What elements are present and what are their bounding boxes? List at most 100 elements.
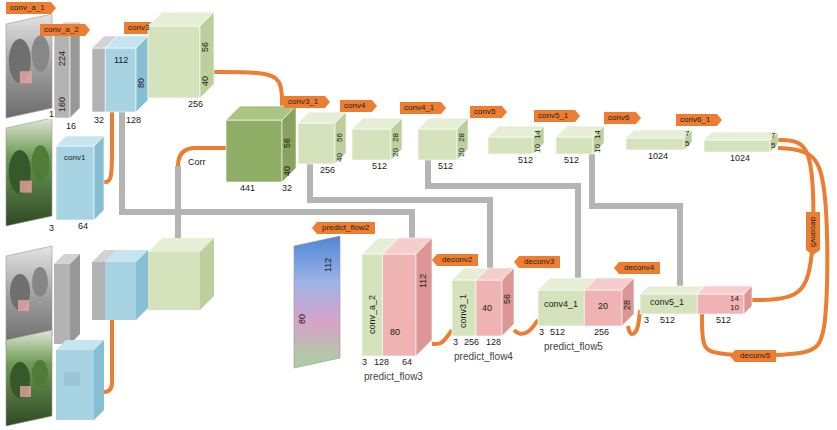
block-side bbox=[416, 238, 432, 356]
layer-tag: conv3_1 bbox=[284, 96, 330, 108]
layer-tag: conv_a_1 bbox=[6, 2, 56, 14]
tag-arrow bbox=[284, 96, 330, 108]
dimension-label: 256 bbox=[188, 100, 203, 109]
layer-name: conv6_1 bbox=[680, 116, 710, 124]
block-side bbox=[335, 112, 346, 164]
tag-arrow bbox=[400, 102, 446, 114]
block-side bbox=[200, 12, 214, 98]
layer-tag: deconv3 bbox=[514, 256, 560, 268]
feature-block: 751024 bbox=[704, 132, 778, 152]
dimension-label: 32 bbox=[94, 116, 104, 125]
layer-tag: deconv4 bbox=[614, 262, 660, 274]
dimension-label: 1 bbox=[48, 110, 55, 119]
receptive-field bbox=[20, 71, 32, 83]
layer-name: conv1 bbox=[64, 154, 85, 162]
tag-arrow bbox=[470, 106, 507, 118]
dimension-label: 10 bbox=[594, 144, 602, 153]
layer-name: conv5 bbox=[474, 108, 495, 116]
dimension-label: 512 bbox=[438, 162, 453, 171]
block-front bbox=[105, 48, 136, 112]
tree-shape bbox=[32, 36, 50, 72]
block-front bbox=[584, 290, 622, 326]
feature-block: 1128032128 bbox=[92, 36, 148, 112]
dimension-label: 40 bbox=[482, 304, 492, 313]
block-side bbox=[136, 36, 148, 112]
feature-block: conv4_128203512256predict_flow5 bbox=[538, 278, 634, 326]
layer-tag: deconv2 bbox=[432, 254, 478, 266]
dimension-label: 3 bbox=[539, 328, 544, 337]
block-front bbox=[148, 26, 200, 98]
feature-block: 564044132 bbox=[226, 106, 296, 182]
block-side bbox=[457, 118, 468, 160]
layer-tag: conv5 bbox=[470, 106, 507, 118]
connector bbox=[104, 112, 112, 182]
tag-arrow bbox=[312, 222, 375, 234]
block-front bbox=[488, 137, 533, 154]
image-content bbox=[6, 118, 52, 226]
block-front bbox=[298, 123, 335, 164]
block-front bbox=[418, 129, 457, 160]
block-side bbox=[94, 136, 104, 220]
dimension-label: 14 bbox=[730, 295, 739, 303]
block-side bbox=[391, 118, 402, 160]
connector bbox=[432, 330, 452, 344]
output-label: predict_flow3 bbox=[364, 372, 423, 382]
layer-name: conv5_1 bbox=[538, 112, 568, 120]
dimension-label: 80 bbox=[137, 78, 146, 88]
layer-tag: deconv5 bbox=[806, 212, 820, 255]
dimension-label: 256 bbox=[464, 338, 479, 347]
tree-shape bbox=[32, 145, 50, 181]
output-label: predict_flow5 bbox=[544, 342, 603, 352]
block-front bbox=[352, 129, 391, 160]
block-side bbox=[533, 126, 544, 154]
dimension-label: 224 bbox=[58, 51, 67, 66]
block-shape bbox=[6, 118, 52, 226]
dimension-label: 512 bbox=[372, 162, 387, 171]
dimension-label: 28 bbox=[392, 133, 400, 142]
connector bbox=[122, 112, 412, 238]
layer-name: conv_a_2 bbox=[368, 295, 377, 334]
block-front bbox=[704, 140, 770, 152]
layer-name: conv4_1 bbox=[544, 300, 578, 309]
dimension-label: 128 bbox=[374, 358, 389, 367]
dimension-label: 512 bbox=[716, 316, 731, 325]
dimension-label: 56 bbox=[336, 133, 344, 142]
layer-name: deconv2 bbox=[442, 256, 472, 264]
dimension-label: 512 bbox=[518, 156, 533, 165]
dimension-label: 441 bbox=[240, 184, 255, 193]
dimension-label: 112 bbox=[114, 56, 128, 65]
block-top bbox=[640, 286, 705, 294]
layer-name: deconv4 bbox=[624, 264, 654, 272]
connector bbox=[752, 140, 813, 300]
block-side bbox=[593, 126, 604, 154]
feature-block: 2820512 bbox=[418, 118, 468, 160]
dimension-label: 14 bbox=[534, 130, 542, 139]
dimension-label: 5 bbox=[771, 142, 775, 150]
dimension-label: 7 bbox=[685, 130, 689, 138]
dimension-label: 40 bbox=[283, 166, 292, 176]
dimension-label: 1024 bbox=[730, 154, 750, 163]
connector bbox=[428, 160, 578, 278]
feature-block: conv3_156403256128predict_flow4 bbox=[452, 268, 514, 336]
layer-name: conv_a_1 bbox=[10, 4, 45, 12]
layer-tag: conv5_1 bbox=[534, 110, 580, 122]
block-front bbox=[452, 280, 476, 336]
block-front bbox=[697, 294, 744, 314]
layer-name: conv5_1 bbox=[650, 298, 684, 307]
dimension-label: 80 bbox=[298, 314, 307, 324]
dimension-label: 20 bbox=[598, 302, 608, 311]
connector bbox=[702, 148, 827, 355]
dimension-label: 512 bbox=[550, 328, 565, 337]
tag-arrow bbox=[40, 24, 90, 36]
block-side bbox=[684, 130, 692, 150]
layer-name: conv4_1 bbox=[404, 104, 434, 112]
second-image-photo bbox=[6, 330, 52, 426]
block-front bbox=[92, 48, 105, 112]
layer-name: deconv3 bbox=[524, 258, 554, 266]
block-shape bbox=[704, 132, 778, 152]
dimension-label: 64 bbox=[402, 358, 412, 367]
second-slab bbox=[54, 254, 80, 344]
dimension-label: 28 bbox=[623, 300, 632, 310]
tag-arrow bbox=[614, 262, 660, 274]
